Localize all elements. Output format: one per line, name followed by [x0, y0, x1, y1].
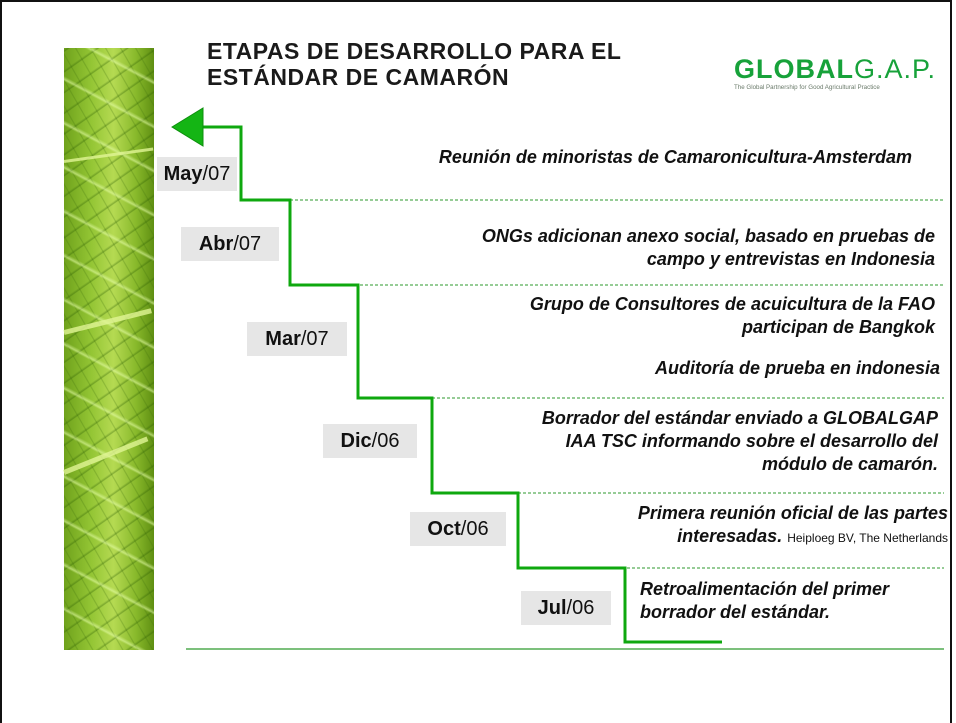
title-line: ESTÁNDAR DE CAMARÓN [207, 64, 510, 90]
event-text: Borrador del estándar enviado a GLOBALGA… [541, 408, 938, 474]
logo-light: G.A.P. [854, 54, 937, 84]
event-text: Auditoría de prueba en indonesia [654, 358, 940, 378]
globalgap-logo: GLOBALG.A.P. The Global Partnership for … [734, 55, 944, 91]
event-text: Reunión de minoristas de Camaronicultura… [438, 147, 912, 167]
step-path [192, 125, 722, 644]
date-label: Mar/07 [247, 322, 347, 356]
logo-bold: GLOBAL [734, 54, 854, 84]
date-label: May/07 [157, 157, 237, 191]
logo-wordmark: GLOBALG.A.P. [734, 55, 944, 83]
event-text: Retroalimentación del primer borrador de… [640, 579, 890, 622]
date-label: Oct/06 [410, 512, 506, 546]
arrow-up-icon [171, 107, 204, 147]
event-text: Grupo de Consultores de acuicultura de l… [529, 294, 935, 337]
date-label: Abr/07 [181, 227, 279, 261]
title-line: ETAPAS DE DESARROLLO PARA EL [207, 38, 622, 64]
logo-tagline: The Global Partnership for Good Agricult… [734, 84, 880, 91]
date-label: Dic/06 [323, 424, 417, 458]
date-label: Jul/06 [521, 591, 611, 625]
slide-title: ETAPAS DE DESARROLLO PARA EL ESTÁNDAR DE… [207, 38, 621, 90]
event-text: Primera reunión oficial de las partes in… [637, 503, 948, 546]
event-text: ONGs adicionan anexo social, basado en p… [481, 226, 935, 269]
